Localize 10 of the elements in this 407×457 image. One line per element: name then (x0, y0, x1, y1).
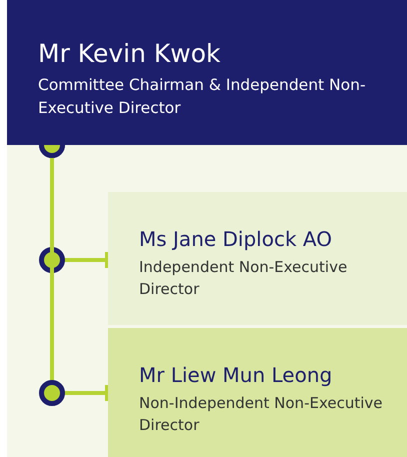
member-box (108, 328, 407, 457)
connector-line (39, 145, 108, 406)
person-name: Mr Kevin Kwok (38, 38, 220, 70)
person-name: Mr Liew Mun Leong (139, 363, 332, 388)
header-box (7, 0, 407, 145)
member-box (108, 192, 407, 325)
role-title: Committee Chairman & Independent Non-Executive Director (38, 75, 367, 119)
role-title: Non-Independent Non-Executive Director (139, 393, 384, 436)
person-name: Ms Jane Diplock AO (139, 227, 332, 252)
role-title: Independent Non-Executive Director (139, 257, 348, 300)
